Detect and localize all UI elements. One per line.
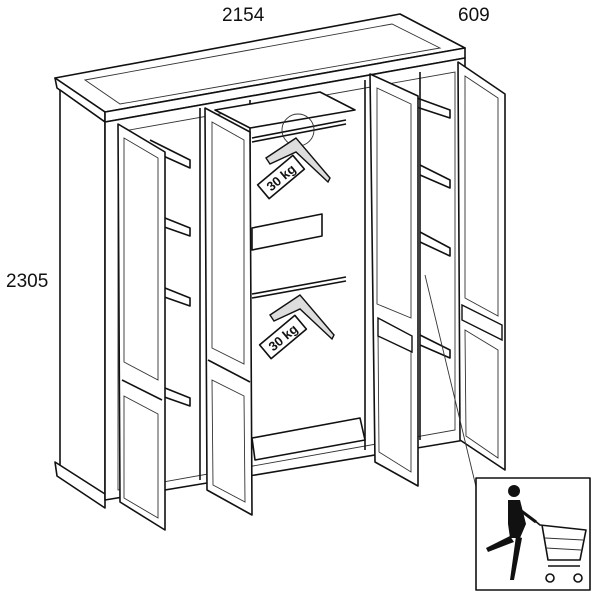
depth-dimension: 609	[458, 5, 490, 26]
door-2	[204, 107, 253, 516]
door-1	[117, 123, 166, 531]
height-dimension: 2305	[6, 271, 48, 292]
door-3	[369, 73, 419, 487]
width-dimension: 2154	[222, 5, 265, 26]
callout-line	[424, 274, 479, 496]
woman-with-shopping-cart-icon	[475, 477, 591, 591]
door-4	[457, 61, 506, 471]
